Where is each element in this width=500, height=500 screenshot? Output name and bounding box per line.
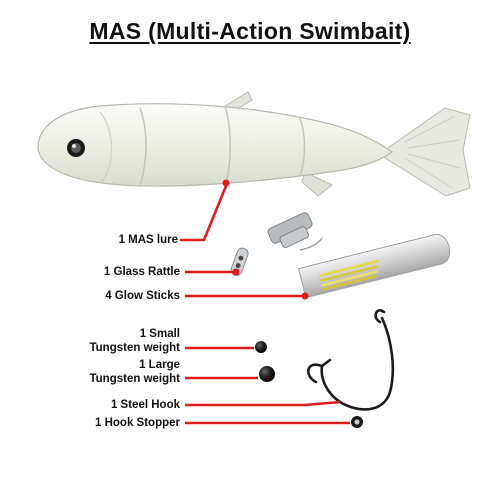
hook-stopper-image bbox=[351, 416, 363, 428]
page-title: MAS (Multi-Action Swimbait) bbox=[89, 18, 411, 44]
glow-stick-tube-image bbox=[267, 212, 451, 299]
leader-line-rattle bbox=[185, 270, 238, 274]
leader-lines bbox=[180, 185, 350, 425]
leader-line-hook bbox=[185, 400, 341, 407]
label-small-weight-line1: 1 Small bbox=[139, 328, 180, 340]
tungsten-weight-image bbox=[255, 341, 275, 382]
label-mas-lure: 1 MAS lure bbox=[118, 234, 178, 246]
label-large-weight-line1: 1 Large bbox=[139, 359, 180, 371]
label-large-weight: 1 Large Tungsten weight bbox=[89, 358, 180, 386]
label-glass-rattle: 1 Glass Rattle bbox=[103, 266, 180, 278]
leader-line-dots bbox=[232, 268, 309, 300]
label-glow-sticks: 4 Glow Sticks bbox=[105, 290, 180, 302]
lure-image bbox=[37, 91, 471, 197]
label-steel-hook: 1 Steel Hook bbox=[110, 399, 180, 411]
label-hook-stopper: 1 Hook Stopper bbox=[95, 417, 180, 429]
label-small-weight: 1 Small Tungsten weight bbox=[89, 327, 180, 355]
label-large-weight-line2: Tungsten weight bbox=[89, 373, 180, 385]
leader-line-lure bbox=[180, 185, 228, 242]
label-small-weight-line2: Tungsten weight bbox=[89, 342, 180, 354]
steel-hook-image bbox=[307, 309, 395, 411]
